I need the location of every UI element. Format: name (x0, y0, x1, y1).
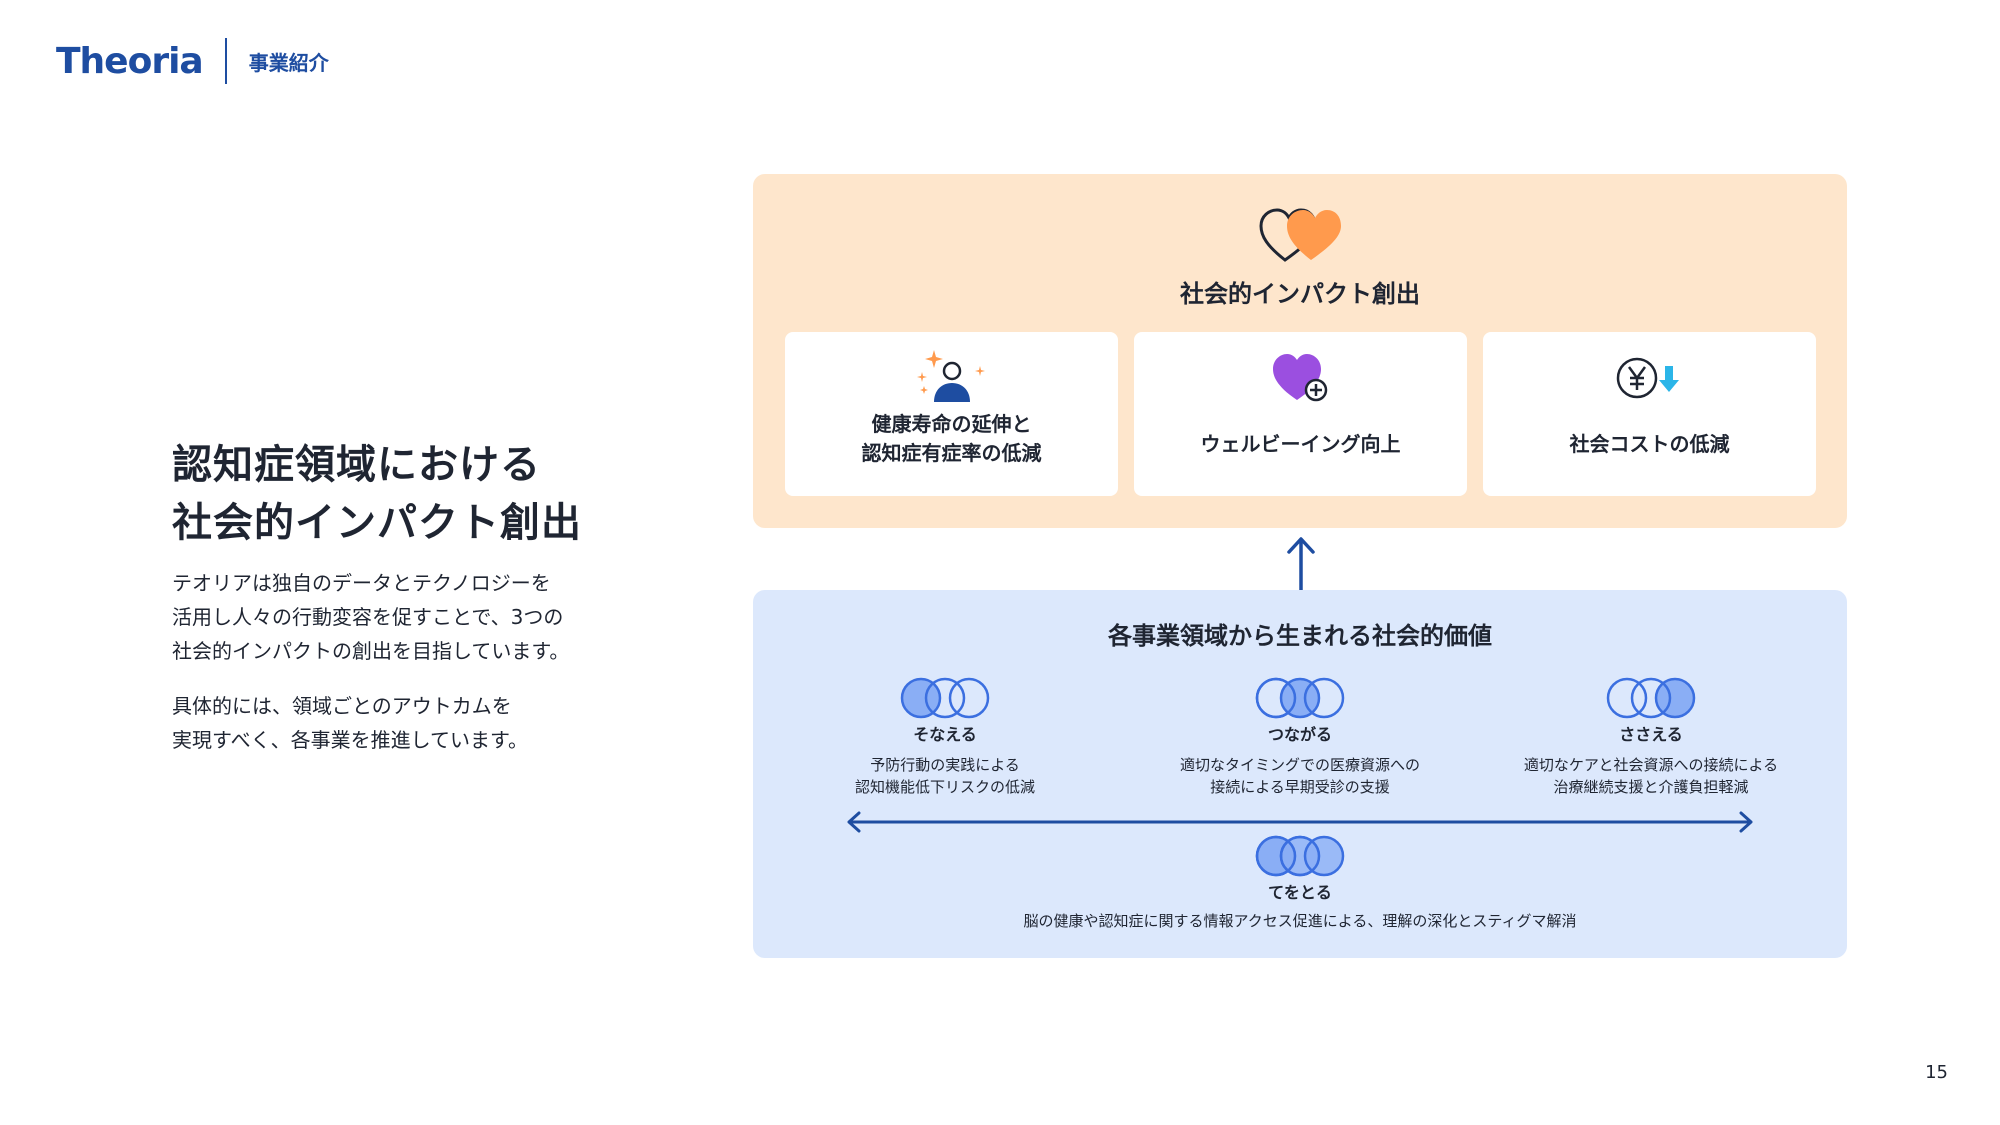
impact-card-social-cost: 社会コストの低減 (1483, 332, 1816, 496)
page-title-line: 社会的インパクト創出 (172, 500, 582, 546)
value-desc: 脳の健康や認知症に関する情報アクセス促進による、理解の深化とスティグマ解消 (890, 910, 1710, 932)
three-circles-center-icon (1255, 677, 1345, 719)
paragraph-line: 具体的には、領域ごとのアウトカムを (172, 694, 512, 718)
value-name: てをとる (1268, 883, 1332, 902)
value-desc-line: 認知機能低下リスクの低減 (854, 778, 1035, 796)
value-item-tsunagaru: つながる 適切なタイミングでの医療資源への 接続による早期受診の支援 (1140, 676, 1460, 798)
impact-card-label: ウェルビーイング向上 (1200, 432, 1401, 456)
card-label-line: 健康寿命の延伸と (871, 412, 1032, 436)
paragraph-line: 社会的インパクトの創出を目指しています。 (172, 639, 570, 663)
paragraph-line: 活用し人々の行動変容を促すことで、3つの (172, 605, 564, 629)
hearts-icon (1259, 208, 1341, 262)
value-item-tewotoru: てをとる 脳の健康や認知症に関する情報アクセス促進による、理解の深化とスティグマ… (890, 834, 1710, 932)
value-desc-line: 適切なケアと社会資源への接続による (1523, 756, 1779, 774)
paragraph-line: 実現すべく、各事業を推進しています。 (172, 728, 528, 752)
value-name: つながる (1267, 725, 1332, 744)
page-title-line: 認知症領域における (172, 442, 541, 488)
value-item-sasaeru: ささえる 適切なケアと社会資源への接続による 治療継続支援と介護負担軽減 (1491, 676, 1811, 798)
value-name: そなえる (913, 725, 977, 744)
impact-card-label: 社会コストの低減 (1569, 432, 1730, 456)
value-item-sonaeru: そなえる 予防行動の実践による 認知機能低下リスクの低減 (785, 676, 1105, 798)
intro-paragraph: テオリアは独自のデータとテクノロジーを 活用し人々の行動変容を促すことで、3つの… (172, 566, 569, 668)
impact-card-wellbeing: ウェルビーイング向上 (1134, 332, 1467, 496)
double-arrow-icon (847, 811, 1753, 833)
header-divider (224, 38, 227, 84)
detail-paragraph: 具体的には、領域ごとのアウトカムを 実現すべく、各事業を推進しています。 (172, 689, 528, 757)
value-desc-line: 治療継続支援と介護負担軽減 (1553, 778, 1749, 796)
value-title: 各事業領域から生まれる社会的価値 (1108, 622, 1492, 650)
section-label: 事業紹介 (248, 50, 329, 75)
value-desc: 予防行動の実践による 認知機能低下リスクの低減 (785, 754, 1105, 798)
three-circles-filled-icon (1255, 835, 1345, 877)
value-desc-line: 接続による早期受診の支援 (1210, 778, 1390, 796)
page-title: 認知症領域における 社会的インパクト創出 (172, 436, 582, 552)
page-number: 15 (1925, 1062, 1948, 1083)
three-circles-right-icon (1606, 677, 1696, 719)
impact-card-healthy-life: 健康寿命の延伸と 認知症有症率の低減 (785, 332, 1118, 496)
value-desc-line: 予防行動の実践による (870, 756, 1020, 774)
card-label-line: 認知症有症率の低減 (861, 441, 1042, 465)
value-desc-line: 適切なタイミングでの医療資源への (1179, 756, 1420, 774)
theoria-logo: Theoria (56, 40, 204, 82)
three-circles-left-icon (900, 677, 990, 719)
up-arrow-icon (1287, 537, 1315, 592)
value-desc: 適切なタイミングでの医療資源への 接続による早期受診の支援 (1140, 754, 1460, 798)
social-impact-panel: 社会的インパクト創出 健康寿命の延伸と 認知症有症率の低減 ウェルビーイング向上 (753, 174, 1847, 528)
heart-plus-icon (1272, 354, 1327, 402)
brand-header: Theoria 事業紹介 (56, 38, 329, 84)
value-desc: 適切なケアと社会資源への接続による 治療継続支援と介護負担軽減 (1491, 754, 1811, 798)
value-desc-line: 脳の健康や認知症に関する情報アクセス促進による、理解の深化とスティグマ解消 (1023, 912, 1577, 930)
paragraph-line: テオリアは独自のデータとテクノロジーを (172, 571, 551, 595)
social-value-panel: 各事業領域から生まれる社会的価値 そなえる 予防行動の実践による 認知機能低下リ… (753, 590, 1847, 958)
impact-title: 社会的インパクト創出 (1180, 280, 1420, 308)
yen-down-icon (1616, 357, 1679, 399)
value-name: ささえる (1619, 725, 1683, 744)
person-sparkle-icon (916, 350, 985, 402)
impact-card-label: 健康寿命の延伸と 認知症有症率の低減 (785, 410, 1118, 468)
